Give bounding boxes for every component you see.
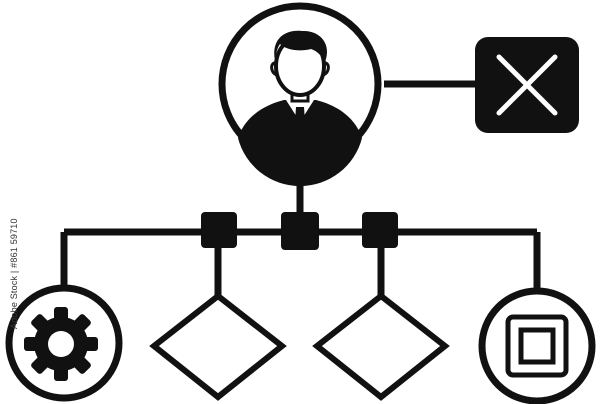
junction-left xyxy=(201,212,237,248)
decision-left xyxy=(149,292,287,401)
junction-right xyxy=(362,212,398,248)
diamond-icon xyxy=(312,292,450,401)
businessman-icon xyxy=(238,30,362,187)
stock-watermark-label: Adobe Stock | #861 59710 xyxy=(9,218,19,329)
gear-icon xyxy=(24,307,98,381)
person-node xyxy=(218,2,382,187)
stop-square-icon xyxy=(505,314,569,378)
junction-center xyxy=(281,212,319,250)
decision-right xyxy=(312,292,450,401)
close-node xyxy=(475,37,579,133)
stop-node xyxy=(478,287,596,404)
diamond-icon xyxy=(149,292,287,401)
stop-node-frame xyxy=(478,287,596,404)
junctions xyxy=(201,212,398,250)
close-icon xyxy=(496,54,558,116)
gear-node xyxy=(5,284,123,402)
